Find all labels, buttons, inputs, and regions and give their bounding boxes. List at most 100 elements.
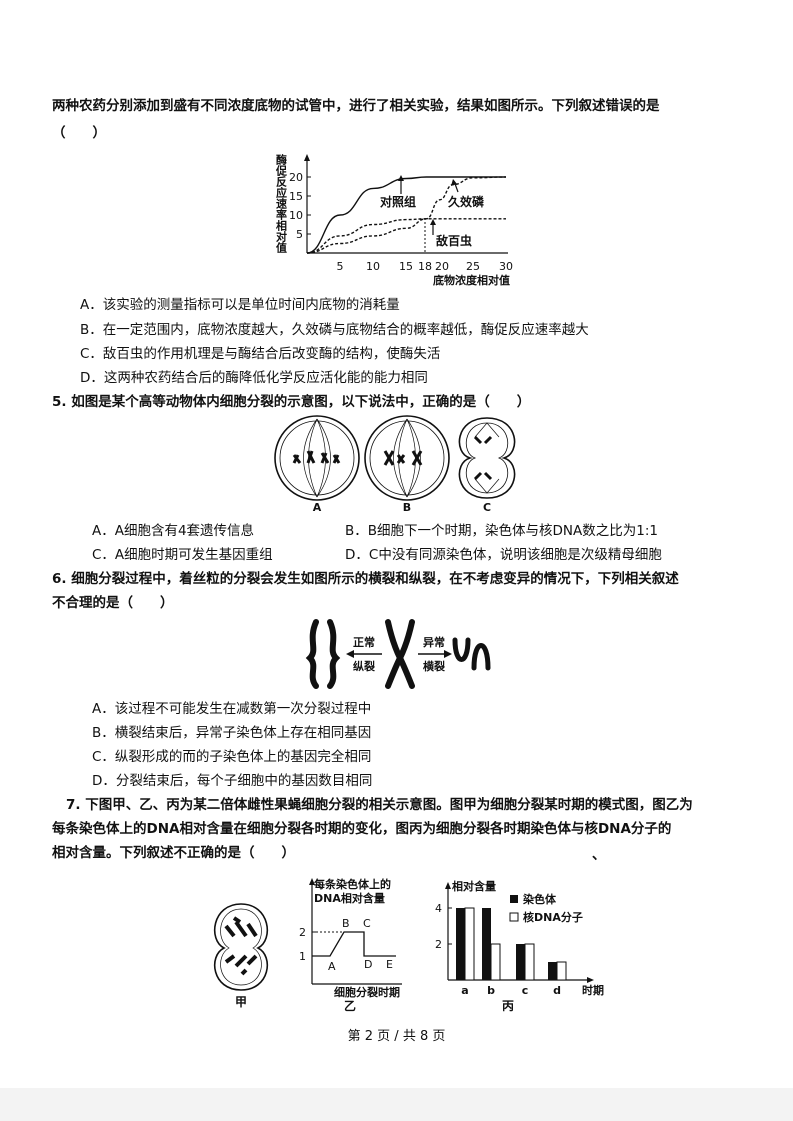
q7-bing-bar-dna-d (556, 961, 567, 981)
q7-fig-jia-label: 甲 (235, 995, 247, 1009)
q7-stray-mark: 、 (592, 847, 606, 863)
q4-series-dibaichong-line (306, 218, 506, 254)
q7-bing-bar-dna-a (464, 907, 475, 981)
q6-arrow-left-bottom: 纵裂 (353, 659, 375, 673)
q4-series-control-line (306, 176, 506, 254)
q4-label-jiuxiaolin: 久效磷 (448, 194, 485, 209)
q7-stem-line1: 7. 下图甲、乙、丙为某二倍体雌性果蝇细胞分裂的相关示意图。图甲为细胞分裂某时期… (66, 797, 693, 813)
q7-yi-point-d: D (364, 958, 372, 971)
q4-xtick-25: 25 (466, 260, 480, 273)
q4-ytick-5: 5 (296, 228, 303, 241)
page-bottom-edge (0, 1088, 793, 1121)
q6-option-b: B．横裂结束后，异常子染色体上存在相同基因 (92, 725, 372, 741)
q4-option-c: C．敌百虫的作用机理是与酶结合后改变酶的结构，使酶失活 (80, 346, 441, 362)
q7-fig-jia: 甲 (213, 903, 269, 1009)
q6-stem-line2: 不合理的是（ ） (52, 595, 174, 611)
q6-arrow-abnormal: 异常 横裂 (418, 635, 452, 673)
q5-cell-division-figure: A B C (274, 415, 516, 514)
q6-chromatids-separated (305, 619, 341, 689)
q7-bing-bar-chromosome-d (548, 962, 557, 980)
q5-option-a: A．A细胞含有4套遗传信息 (92, 523, 255, 539)
q4-stem-line2: （ ） (52, 125, 106, 141)
q7-yi-point-c: C (363, 917, 371, 930)
q4-chart-xticks: 5 10 15 18 20 25 30 (337, 260, 514, 273)
q6-arrow-right-top: 异常 (423, 635, 445, 649)
q4-xtick-20: 20 (435, 260, 449, 273)
q6-option-a: A．该过程不可能发生在减数第一次分裂过程中 (92, 701, 372, 717)
q7-bing-legend-dna-swatch (509, 912, 519, 922)
q4-xtick-18: 18 (418, 260, 432, 273)
q7-fig-yi: 每条染色体上的 DNA相对含量 2 1 A B C D E 细胞分裂时期 乙 (299, 877, 402, 1012)
q5-option-d: D．C中没有同源染色体，说明该细胞是次级精母细胞 (345, 547, 662, 563)
q7-bing-legend-chromosome-swatch (510, 895, 518, 903)
q7-bing-xtick-a: a (461, 984, 468, 997)
q5-cell-c: C (458, 417, 516, 514)
q7-bing-legend-chromosome: 染色体 (523, 892, 557, 906)
q6-arrow-right-bottom: 横裂 (423, 659, 445, 673)
q4-stem-line1: 两种农药分别添加到盛有不同浓度底物的试管中，进行了相关实验，结果如图所示。下列叙… (52, 98, 660, 114)
q5-cell-b-label: B (403, 501, 411, 514)
q7-yi-ylabel-1: 每条染色体上的 (314, 877, 391, 891)
q4-xtick-15: 15 (399, 260, 413, 273)
q5-option-c: C．A细胞时期可发生基因重组 (92, 547, 273, 563)
q7-stem-line3: 相对含量。下列叙述不正确的是（ ） (52, 845, 295, 861)
q7-bing-xlabel: 时期 (582, 983, 604, 997)
q6-arrow-normal: 正常 纵裂 (346, 635, 382, 673)
q4-xtick-5: 5 (337, 260, 344, 273)
q4-chart-ylabel: 酶促反应速率相对值 (275, 153, 289, 254)
q7-bing-ytick-4: 4 (435, 902, 442, 915)
q7-yi-xlabel: 细胞分裂时期 (334, 985, 400, 999)
q6-transverse-daughters (452, 637, 491, 671)
page-footer: 第 2 页 / 共 8 页 (347, 1029, 446, 1044)
q5-cell-a: A (274, 415, 360, 514)
q6-stem-line1: 6. 细胞分裂过程中，着丝粒的分裂会发生如图所示的横裂和纵裂，在不考虑变异的情况… (52, 571, 679, 587)
q7-bing-legend-dna: 核DNA分子 (523, 910, 583, 924)
q4-ytick-20: 20 (289, 171, 303, 184)
q5-option-b: B．B细胞下一个时期，染色体与核DNA数之比为1:1 (345, 523, 658, 539)
q4-xtick-30: 30 (499, 260, 513, 273)
q7-bing-ylabel: 相对含量 (452, 879, 496, 893)
q4-option-b: B．在一定范围内，底物浓度越大，久效磷与底物结合的概率越低，酶促反应速率越大 (80, 322, 589, 338)
q7-bing-label: 丙 (502, 999, 514, 1012)
q4-label-control: 对照组 (380, 194, 416, 209)
q4-label-dibaichong: 敌百虫 (436, 233, 472, 248)
q7-yi-point-a: A (328, 960, 336, 973)
q5-cell-a-label: A (313, 501, 322, 514)
q7-yi-dna-line (312, 931, 396, 957)
q7-bing-bars: a b c d (456, 907, 567, 997)
q6-arrow-left-top: 正常 (353, 635, 375, 649)
q4-chart-yticks: 20 15 10 5 (289, 171, 311, 241)
q7-bing-bar-dna-c (524, 943, 535, 981)
q7-yi-ylabel-2: DNA相对含量 (314, 891, 385, 905)
q7-yi-ytick-1: 1 (299, 950, 306, 963)
q7-yi-point-b: B (342, 917, 350, 930)
q7-bing-xtick-b: b (487, 984, 495, 997)
q4-enzyme-chart: 酶促反应速率相对值 20 15 10 5 5 10 15 18 20 25 30… (275, 153, 514, 287)
q7-yi-label: 乙 (344, 999, 356, 1012)
q7-bing-xtick-c: c (522, 984, 529, 997)
q7-bing-bar-dna-b (490, 943, 501, 981)
q6-option-d: D．分裂结束后，每个子细胞中的基因数目相同 (92, 773, 373, 789)
q7-bing-bar-chromosome-a (456, 908, 465, 980)
q7-stem-line2: 每条染色体上的DNA相对含量在细胞分裂各时期的变化，图丙为细胞分裂各时期染色体与… (52, 821, 672, 837)
q6-option-c: C．纵裂形成的而的子染色体上的基因完全相同 (92, 749, 372, 765)
q5-cell-c-label: C (483, 501, 491, 514)
q4-ytick-15: 15 (289, 190, 303, 203)
q4-option-d: D．这两种农药结合后的酶降低化学反应活化能的能力相同 (80, 370, 428, 386)
q4-chart-xlabel: 底物浓度相对值 (433, 273, 510, 287)
q7-bing-ytick-2: 2 (435, 938, 442, 951)
q5-cell-b: B (364, 415, 450, 514)
q7-bing-bar-chromosome-b (482, 908, 491, 980)
q7-fig-bing: 相对含量 4 2 染色体 核DNA分子 a b c d 时期 丙 (435, 879, 604, 1012)
q5-stem: 5. 如图是某个高等动物体内细胞分裂的示意图，以下说法中，正确的是（ ） (52, 394, 531, 410)
q4-ytick-10: 10 (289, 209, 303, 222)
q4-xtick-10: 10 (366, 260, 380, 273)
q6-centromere-figure: 正常 纵裂 异常 横裂 (305, 619, 491, 689)
q7-bing-xtick-d: d (553, 984, 561, 997)
q4-option-a: A．该实验的测量指标可以是单位时间内底物的消耗量 (80, 297, 400, 313)
q7-yi-ytick-2: 2 (299, 926, 306, 939)
q7-yi-point-e: E (386, 958, 393, 971)
q6-x-chromosome (385, 619, 415, 689)
q7-bing-bar-chromosome-c (516, 944, 525, 980)
